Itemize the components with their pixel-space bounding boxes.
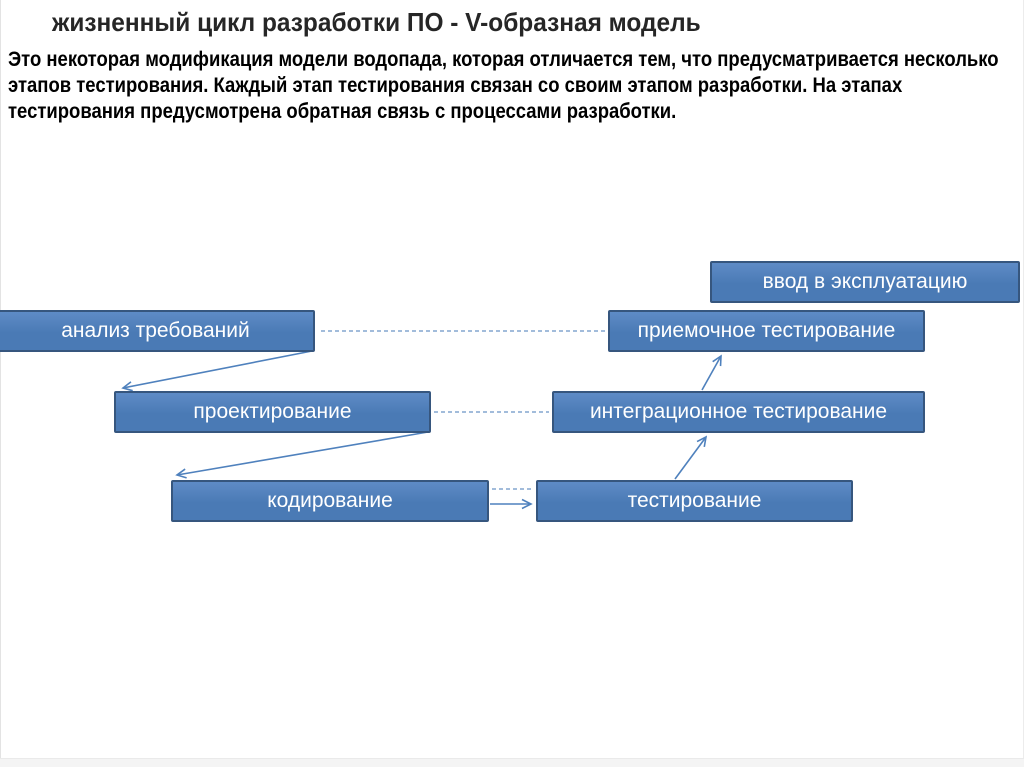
node-coding: кодирование (171, 480, 489, 522)
body-line: тестирования предусмотрена обратная связ… (8, 100, 677, 123)
node-unit-testing: тестирование (536, 480, 853, 522)
node-requirements-analysis: анализ требований (0, 310, 315, 352)
edge-unit-testing-to-integration-testing (674, 435, 708, 480)
page-bottom-strip (0, 758, 1024, 767)
body-line: этапов тестирования. Каждый этап тестиро… (8, 74, 903, 97)
edge-requirements-analysis-to-design (121, 350, 313, 392)
node-integration-testing: интеграционное тестирование (552, 391, 925, 433)
edge-integration-testing-to-acceptance-testing (701, 354, 722, 391)
slide-body-paragraph: Это некоторая модификация модели водопад… (8, 47, 1024, 125)
node-design: проектирование (114, 391, 431, 433)
slide-title: жизненный цикл разработки ПО - V-образна… (52, 7, 701, 37)
node-deployment: ввод в эксплуатацию (710, 261, 1020, 303)
edge-design-to-coding (175, 431, 429, 479)
node-acceptance-testing: приемочное тестирование (608, 310, 925, 352)
body-line: Это некоторая модификация модели водопад… (8, 48, 999, 71)
